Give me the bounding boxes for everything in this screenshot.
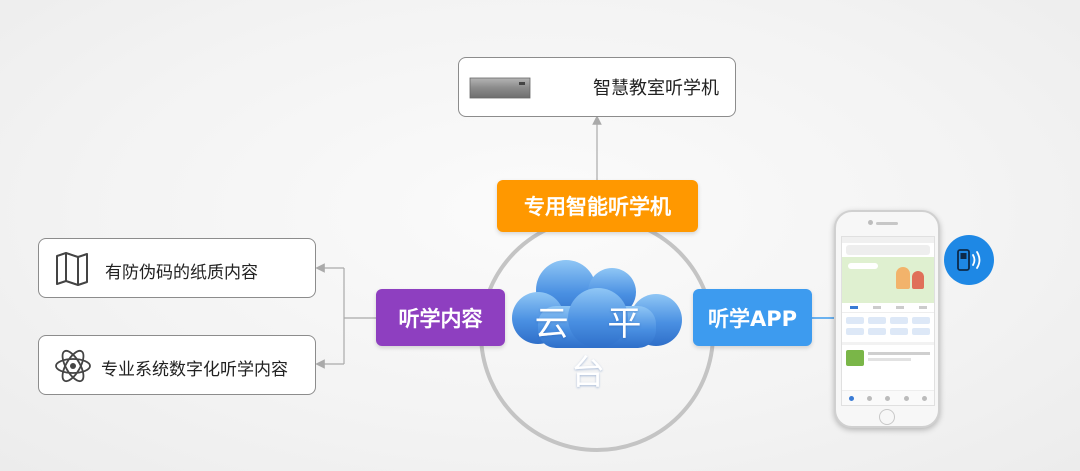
tag-listening-app: 听学APP <box>693 289 812 346</box>
phone-camera <box>868 220 873 225</box>
box-digital-content: 专业系统数字化听学内容 <box>38 335 316 395</box>
classroom-label: 智慧教室听学机 <box>593 78 719 99</box>
smartphone-icon <box>834 210 940 428</box>
box-paper-content: 有防伪码的纸质内容 <box>38 238 316 298</box>
tag-smart-device: 专用智能听学机 <box>497 180 698 232</box>
digital-content-label: 专业系统数字化听学内容 <box>101 360 288 380</box>
phone-screen <box>841 236 935 406</box>
phone-home-button <box>879 409 895 425</box>
atom-icon <box>55 349 91 383</box>
phone-signal-icon <box>944 235 994 285</box>
phone-speaker <box>876 222 898 225</box>
map-icon <box>56 252 88 286</box>
tag-listening-content: 听学内容 <box>376 289 505 346</box>
cloud-platform-label: 云 平 台 <box>534 304 656 393</box>
cloud-icon <box>512 260 682 348</box>
box-classroom: 智慧教室听学机 <box>458 57 736 117</box>
paper-content-label: 有防伪码的纸质内容 <box>105 263 258 283</box>
device-icon <box>469 77 531 99</box>
